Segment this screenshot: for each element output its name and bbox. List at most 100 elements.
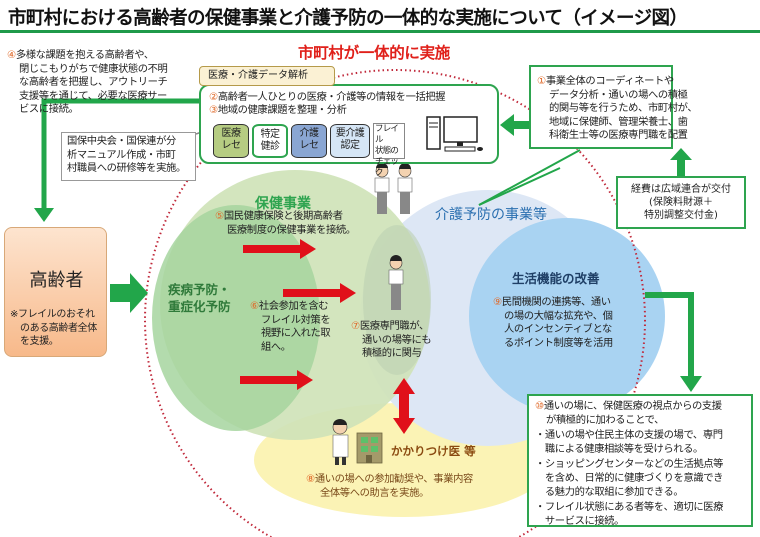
item-8-line: 全体等への助言を実施。	[320, 486, 429, 499]
frail-check-sheet: フレイル 状態の チェック	[373, 123, 405, 178]
note-10-bullet-line: ・通いの場や住民主体の支援の場で、専門	[535, 429, 723, 442]
note-10-intro-line: が積極的に加わることで、	[546, 413, 665, 426]
note-1-line: 事業全体のコーディネートや	[545, 75, 674, 87]
clinic-building-icon	[356, 432, 383, 464]
red-arrow-1-shaft	[243, 245, 301, 253]
item-6: ⑥社会参加を含む フレイル対策を 視野に入れた取 組へ。	[250, 300, 331, 354]
db-label: レセ	[221, 140, 242, 151]
double-arrow-shaft	[399, 392, 409, 420]
red-arrow-3-shaft	[240, 376, 298, 384]
connector-arrowhead-note4	[34, 208, 54, 222]
arrow-life-to-note10-head	[680, 376, 702, 392]
item-5-line: 国民健康保険と後期高齢者	[223, 210, 343, 222]
item-6-line: フレイル対策を	[261, 313, 331, 326]
item-3-text: 地域の健康課題を整理・分析	[217, 104, 347, 116]
db-health-checkup: 特定健診	[252, 124, 288, 158]
note-10-bullet-line: ・ショッピングセンターなどの生活拠点等	[535, 458, 724, 471]
item-2-text: 高齢者一人ひとりの医療・介護等の情報を一括把握	[217, 91, 446, 103]
cost-line: 経費は広域連合が交付	[631, 184, 731, 195]
kokuho-line: 村職員への研修等を実施。	[67, 162, 186, 175]
item-9-number: ⑨	[493, 296, 502, 308]
note-4-number: ④	[7, 49, 16, 61]
data-item-3: ③地域の健康課題を整理・分析	[209, 104, 347, 118]
frail-check-line: チェック	[375, 157, 399, 178]
item-7-line: 通いの場等にも	[362, 333, 432, 346]
item-3-number: ③	[209, 104, 218, 116]
data-item-2: ②高齢者一人ひとりの医療・介護等の情報を一括把握	[209, 91, 446, 105]
frail-check-line: 状態の	[375, 146, 399, 156]
db-medical-receipt: 医療レセ	[213, 124, 249, 158]
title-divider	[0, 30, 760, 33]
red-arrow-2-head	[340, 283, 356, 303]
item-8-line: 通いの場への参加勧奨や、事業内容	[314, 473, 473, 485]
kokuho-line: 析マニュアル作成・市町	[67, 148, 176, 161]
item-7: ⑦医療専門職が、 通いの場等にも 積極的に関与	[351, 320, 432, 361]
note-10-intro-line: 通いの場に、保健医療の視点からの支援	[543, 400, 722, 412]
cost-note: 経費は広域連合が交付 (保険料財源＋ 特別調整交付金)	[616, 176, 746, 229]
elderly-title: 高齢者	[29, 270, 84, 291]
item-2-number: ②	[209, 91, 218, 103]
note-10-bullet-line: 職による健康相談等を受けられる。	[535, 442, 703, 455]
health-program-title: 保健事業	[255, 196, 311, 212]
cost-line: 特別調整交付金)	[644, 210, 718, 221]
item-9-line: 人のインセンティブとな	[504, 323, 612, 336]
db-care-receipt: 介護レセ	[291, 124, 327, 158]
item-8-number: ⑧	[306, 473, 315, 485]
item-7-line: 積極的に関与	[362, 347, 422, 360]
red-arrow-3-head	[297, 370, 313, 390]
care-prevention-title: 介護予防の事業等	[435, 207, 547, 223]
db-label: 医療	[221, 128, 242, 139]
double-arrow-top	[393, 378, 415, 394]
item-6-number: ⑥	[250, 300, 259, 312]
doctor-icon	[332, 419, 349, 465]
note-10-effects: ⑩通いの場に、保健医療の視点からの支援 が積極的に加わることで、 ・通いの場や住…	[527, 394, 753, 527]
item-9: ⑨民間機関の連携等、通い の場の大幅な拡充や、個 人のインセンティブとな るポイ…	[493, 296, 613, 350]
red-arrow-1-head	[300, 239, 316, 259]
data-analysis-box: ②高齢者一人ひとりの医療・介護等の情報を一括把握 ③地域の健康課題を整理・分析 …	[199, 84, 499, 178]
note-10-bullet-line: ・フレイル状態にある者等を、適切に医療	[535, 501, 724, 514]
elderly-note: ※フレイルのおそれ のある高齢者全体 を支援。	[10, 308, 106, 349]
arrow-note1-head	[500, 114, 514, 136]
note-1-coordination: ①事業全体のコーディネートや データ分析・通いの場への積極 的関与等を行うため、…	[529, 65, 698, 149]
health-staff-icon	[374, 163, 413, 214]
note-10-bullet-line: る魅力的な取組に参加できる。	[535, 485, 684, 498]
elderly-box: 高齢者 ※フレイルのおそれ のある高齢者全体 を支援。	[4, 227, 107, 357]
arrow-elder-shaft	[110, 284, 132, 302]
kokuho-note: 国保中央会・国保連が分 析マニュアル作成・市町 村職員への研修等を実施。	[61, 132, 196, 181]
note-10-number: ⑩	[535, 400, 544, 412]
note-4-outreach: ④多様な課題を抱える高齢者や、 閉じこもりがちで健康状態の不明 な高齢者を把握し…	[7, 49, 197, 117]
disease-prevention-circle	[152, 205, 320, 431]
arrow-note1-shaft	[512, 121, 529, 129]
db-label: 健診	[260, 141, 281, 152]
data-analysis-tab: 医療・介護データ解析	[199, 66, 335, 86]
connector-line-note4	[41, 98, 199, 210]
item-6-line: 組へ。	[261, 340, 291, 353]
arrow-cost-head	[670, 148, 692, 160]
item-5-line: 医療制度の保健事業を接続。	[227, 223, 356, 236]
db-label: 要介護	[335, 128, 365, 139]
note-1-line: 的関与等を行うため、市町村が、	[549, 102, 698, 115]
cost-line: (保険料財源＋	[649, 197, 713, 208]
item-5: ⑤国民健康保険と後期高齢者 医療制度の保健事業を接続。	[215, 210, 356, 237]
note-1-line: 地域に保健師、管理栄養士、歯	[549, 115, 688, 128]
note-4-line: 閉じこもりがちで健康状態の不明	[19, 62, 168, 75]
note-1-number: ①	[537, 75, 546, 87]
item-5-number: ⑤	[215, 210, 224, 222]
professional-staff-icon	[388, 255, 404, 310]
family-doctor-title: かかりつけ医 等	[391, 444, 476, 458]
note-10-bullet-line: を含め、日常的に健康づくりを意識でき	[535, 471, 724, 484]
disease-prevention-line: 重症化予防	[168, 299, 231, 314]
note-4-line: 多様な課題を抱える高齢者や、	[15, 49, 154, 61]
arrow-cost-shaft	[677, 158, 685, 177]
item-7-number: ⑦	[351, 320, 360, 332]
municipality-boundary	[144, 69, 646, 537]
item-6-line: 視野に入れた取	[261, 327, 331, 340]
item-9-line: るポイント制度等を活用	[504, 336, 613, 349]
municipality-subtitle: 市町村が一体的に実施	[298, 44, 451, 62]
db-label: レセ	[299, 140, 320, 151]
disease-prevention-line: 疾病予防・	[168, 282, 231, 297]
frail-check-line: フレイル	[375, 124, 399, 145]
disease-prevention-title: 疾病予防・ 重症化予防	[168, 281, 231, 315]
note-1-line: データ分析・通いの場への積極	[549, 88, 688, 101]
